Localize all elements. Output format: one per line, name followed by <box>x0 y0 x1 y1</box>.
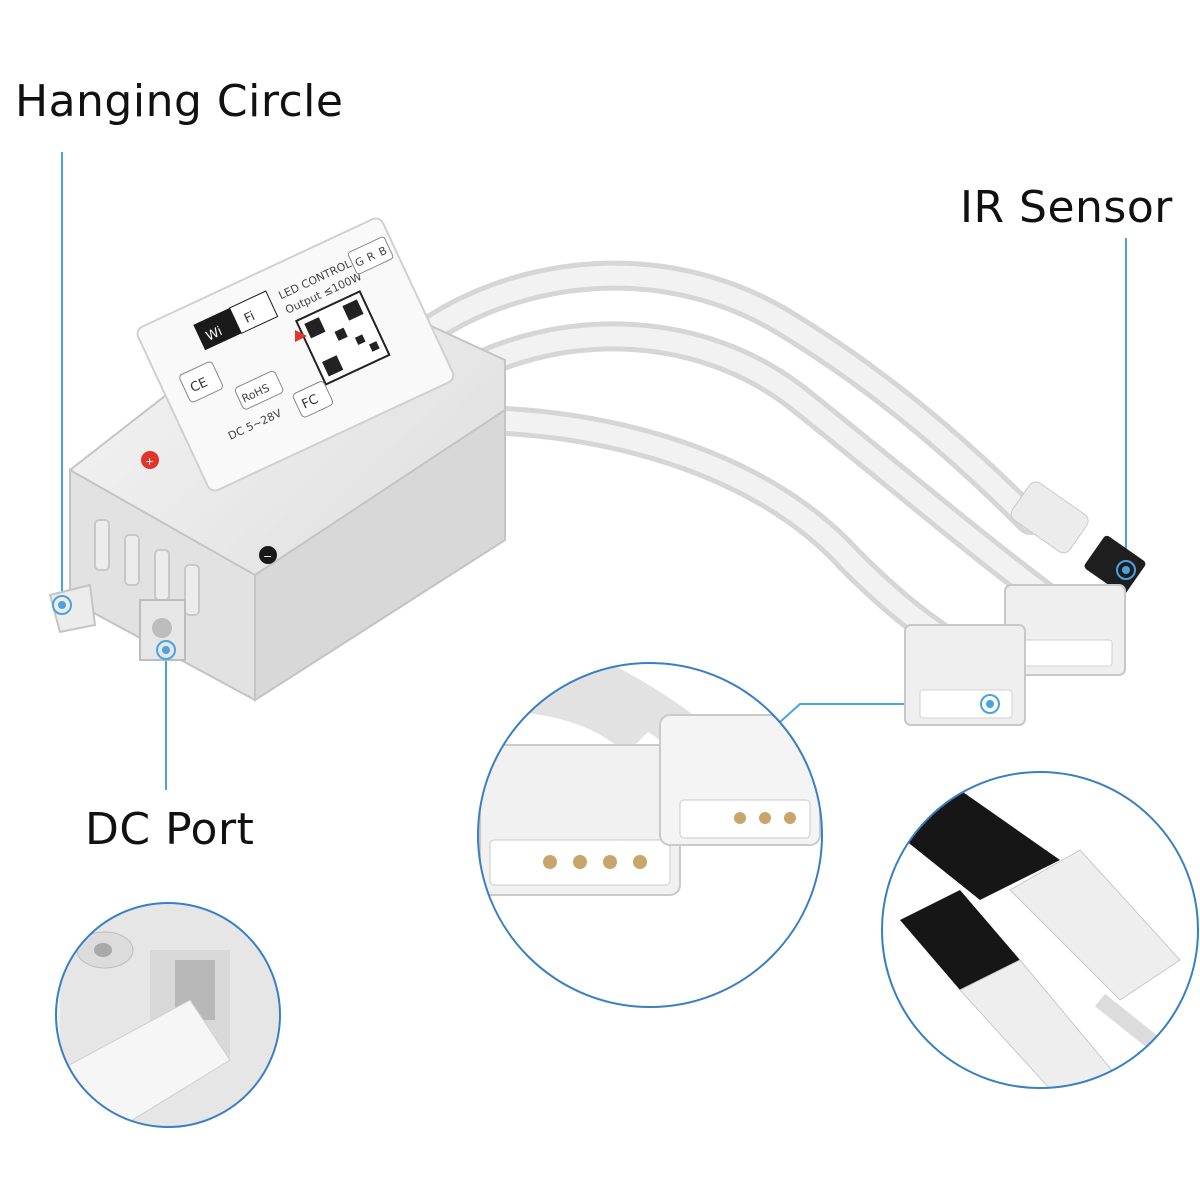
rgb-connectors <box>904 584 1126 726</box>
zoom-circle-dc-port <box>55 902 281 1128</box>
arrow-marker-icon <box>295 330 307 342</box>
callout-hanging-circle: Hanging Circle <box>15 76 344 127</box>
plus-terminal-icon <box>141 451 159 469</box>
controller-body: Wi Fi LED CONTROLLER Output ≤100W CE RoH… <box>48 217 506 702</box>
minus-sign: − <box>263 550 272 563</box>
callout-ir-sensor: IR Sensor <box>960 182 1173 233</box>
wifi-label-left: Wi <box>204 324 225 344</box>
ir-sensor-connector <box>1010 481 1146 595</box>
zoom-circle-connectors <box>477 662 823 1008</box>
cables <box>415 260 1065 665</box>
device-label-plate: Wi Fi LED CONTROLLER Output ≤100W CE RoH… <box>136 217 455 492</box>
zoom-circle-ir-plugs <box>881 771 1199 1089</box>
plus-sign: + <box>145 455 154 468</box>
ce-mark: CE <box>188 375 210 396</box>
minus-terminal-icon <box>259 546 277 564</box>
fc-mark: FC <box>300 392 321 413</box>
callout-dc-port: DC Port <box>85 804 255 855</box>
